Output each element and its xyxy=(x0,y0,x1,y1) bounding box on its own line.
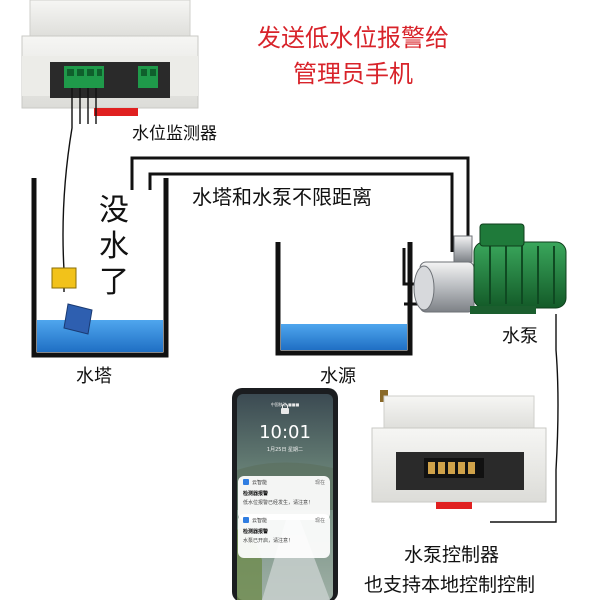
water-tower-tank xyxy=(31,178,169,358)
notification-card-1[interactable]: 云智能 现在 检测器报警 低水位报警已经发生，请注意！ xyxy=(238,476,330,520)
label-distance: 水塔和水泵不限距离 xyxy=(192,185,372,209)
notification-title: 检测器报警 xyxy=(243,529,269,535)
controller-device-icon xyxy=(371,390,547,509)
notification-time: 现在 xyxy=(314,518,325,524)
notification-message: 低水位报警已经发生，请注意！ xyxy=(243,500,314,506)
notification-card-2[interactable]: 云智能 现在 检测器报警 水泵已开启，请注意！ xyxy=(238,514,330,558)
phone-screen: 中国移动 ■■■ 10:01 1月25日 星期二 云智能 现在 检测器报警 低水… xyxy=(232,388,338,600)
app-icon xyxy=(243,479,249,485)
sensor-red-clip xyxy=(94,108,138,116)
label-local-control: 也支持本地控制控制 xyxy=(364,574,536,596)
label-no-water-char-3: 了 xyxy=(99,265,129,300)
lock-icon xyxy=(281,403,289,414)
headline-line-1: 发送低水位报警给 xyxy=(257,24,449,52)
headline-line-2: 管理员手机 xyxy=(293,60,413,88)
label-no-water: 没 水 了 xyxy=(96,193,132,301)
phone-time: 10:01 xyxy=(259,422,311,443)
headline: 发送低水位报警给 管理员手机 xyxy=(218,20,488,92)
label-no-water-char-2: 水 xyxy=(99,229,129,264)
pipe-outline xyxy=(130,156,470,252)
label-no-water-char-1: 没 xyxy=(99,193,129,228)
notification-app: 云智能 xyxy=(252,480,268,486)
notification-message: 水泵已开启，请注意！ xyxy=(243,538,294,544)
water-level-monitor-device xyxy=(21,0,199,116)
label-water-source: 水源 xyxy=(320,366,356,387)
app-icon xyxy=(243,517,249,523)
label-water-tower: 水塔 xyxy=(76,366,112,387)
float-switch-icon xyxy=(51,267,93,335)
phone-status: 中国移动 ■■■ xyxy=(270,402,300,407)
pump-icon xyxy=(413,223,567,314)
label-pump: 水泵 xyxy=(502,326,538,347)
phone-date: 1月25日 星期二 xyxy=(266,447,304,453)
water-source-tank xyxy=(275,242,413,356)
notification-time: 现在 xyxy=(314,480,325,486)
notification-title: 检测器报警 xyxy=(243,491,269,497)
label-pump-controller: 水泵控制器 xyxy=(404,544,500,566)
notification-app: 云智能 xyxy=(252,518,268,524)
label-water-level-monitor: 水位监测器 xyxy=(132,124,217,144)
